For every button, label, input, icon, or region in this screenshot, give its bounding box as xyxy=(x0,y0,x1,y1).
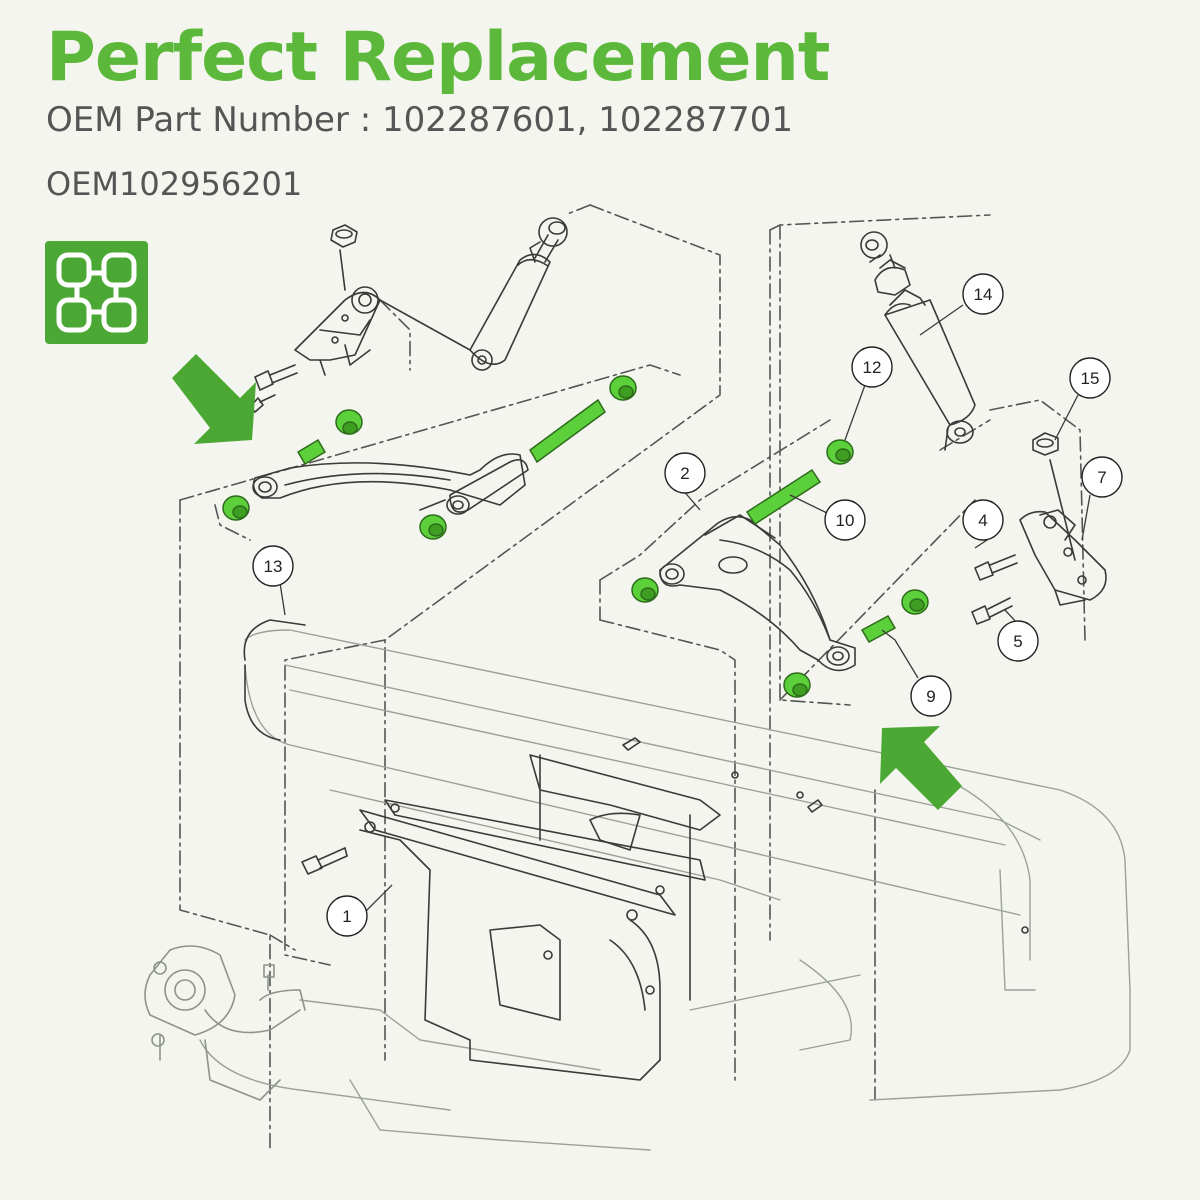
callout-2: 2 xyxy=(664,452,706,494)
svg-text:14: 14 xyxy=(974,285,993,304)
sleeve-left-long xyxy=(529,398,606,464)
svg-text:15: 15 xyxy=(1081,369,1100,388)
bushing-right-top xyxy=(826,439,854,465)
oem-part-number-secondary: OEM102956201 xyxy=(46,165,303,203)
center-bracket xyxy=(243,619,1029,1081)
right-bolts xyxy=(971,554,1018,625)
bushing-left-outer xyxy=(222,495,250,521)
left-dashed-frame xyxy=(179,204,721,1151)
callout-12: 12 xyxy=(851,346,893,388)
sleeve-left-short xyxy=(296,438,327,466)
left-nut xyxy=(330,224,358,248)
left-upper-bracket xyxy=(294,249,471,376)
callout-9: 9 xyxy=(910,675,952,717)
sleeve-right-short xyxy=(860,614,897,644)
bushing-left-mid xyxy=(335,409,363,435)
bushing-left-inner xyxy=(419,514,447,540)
svg-text:7: 7 xyxy=(1097,468,1106,487)
callout-15: 15 xyxy=(1069,357,1111,399)
left-bolts xyxy=(249,364,298,413)
chassis-frame xyxy=(199,629,1131,1151)
svg-text:13: 13 xyxy=(264,557,283,576)
right-lower-a-arm xyxy=(659,514,856,672)
sleeve-right-long xyxy=(745,468,822,526)
right-shock-absorber xyxy=(860,231,976,451)
bushing-right-outer xyxy=(631,577,659,603)
bolt-part-1 xyxy=(301,847,348,875)
arrow-icon xyxy=(880,726,962,810)
svg-text:5: 5 xyxy=(1013,632,1022,651)
bushing-right-bottom xyxy=(783,672,811,698)
svg-text:4: 4 xyxy=(978,511,987,530)
callout-7: 7 xyxy=(1081,456,1123,498)
right-dashed-frame xyxy=(599,214,1086,1101)
right-upper-bracket xyxy=(1019,459,1107,606)
svg-text:2: 2 xyxy=(680,464,689,483)
callout-14: 14 xyxy=(962,273,1004,315)
arrow-icon xyxy=(172,354,256,444)
svg-text:1: 1 xyxy=(342,907,351,926)
page-title: Perfect Replacement xyxy=(46,18,830,97)
left-lower-a-arm xyxy=(252,453,529,515)
callout-10: 10 xyxy=(824,499,866,541)
callout-4: 4 xyxy=(962,499,1004,541)
steering-knuckle xyxy=(144,945,306,1101)
svg-text:12: 12 xyxy=(863,358,882,377)
left-shock-absorber xyxy=(469,217,568,371)
bushing-right-mid xyxy=(901,589,929,615)
right-nut xyxy=(1032,432,1059,456)
callout-1: 1 xyxy=(326,895,368,937)
oem-part-number: OEM Part Number : 102287601, 102287701 xyxy=(46,100,793,140)
svg-text:10: 10 xyxy=(836,511,855,530)
highlighted-bushings xyxy=(222,375,929,698)
quad-loop-icon xyxy=(45,241,148,344)
callout-13: 13 xyxy=(252,545,294,587)
svg-text:9: 9 xyxy=(926,687,935,706)
bushing-left-top xyxy=(609,375,637,401)
callout-5: 5 xyxy=(997,620,1039,662)
